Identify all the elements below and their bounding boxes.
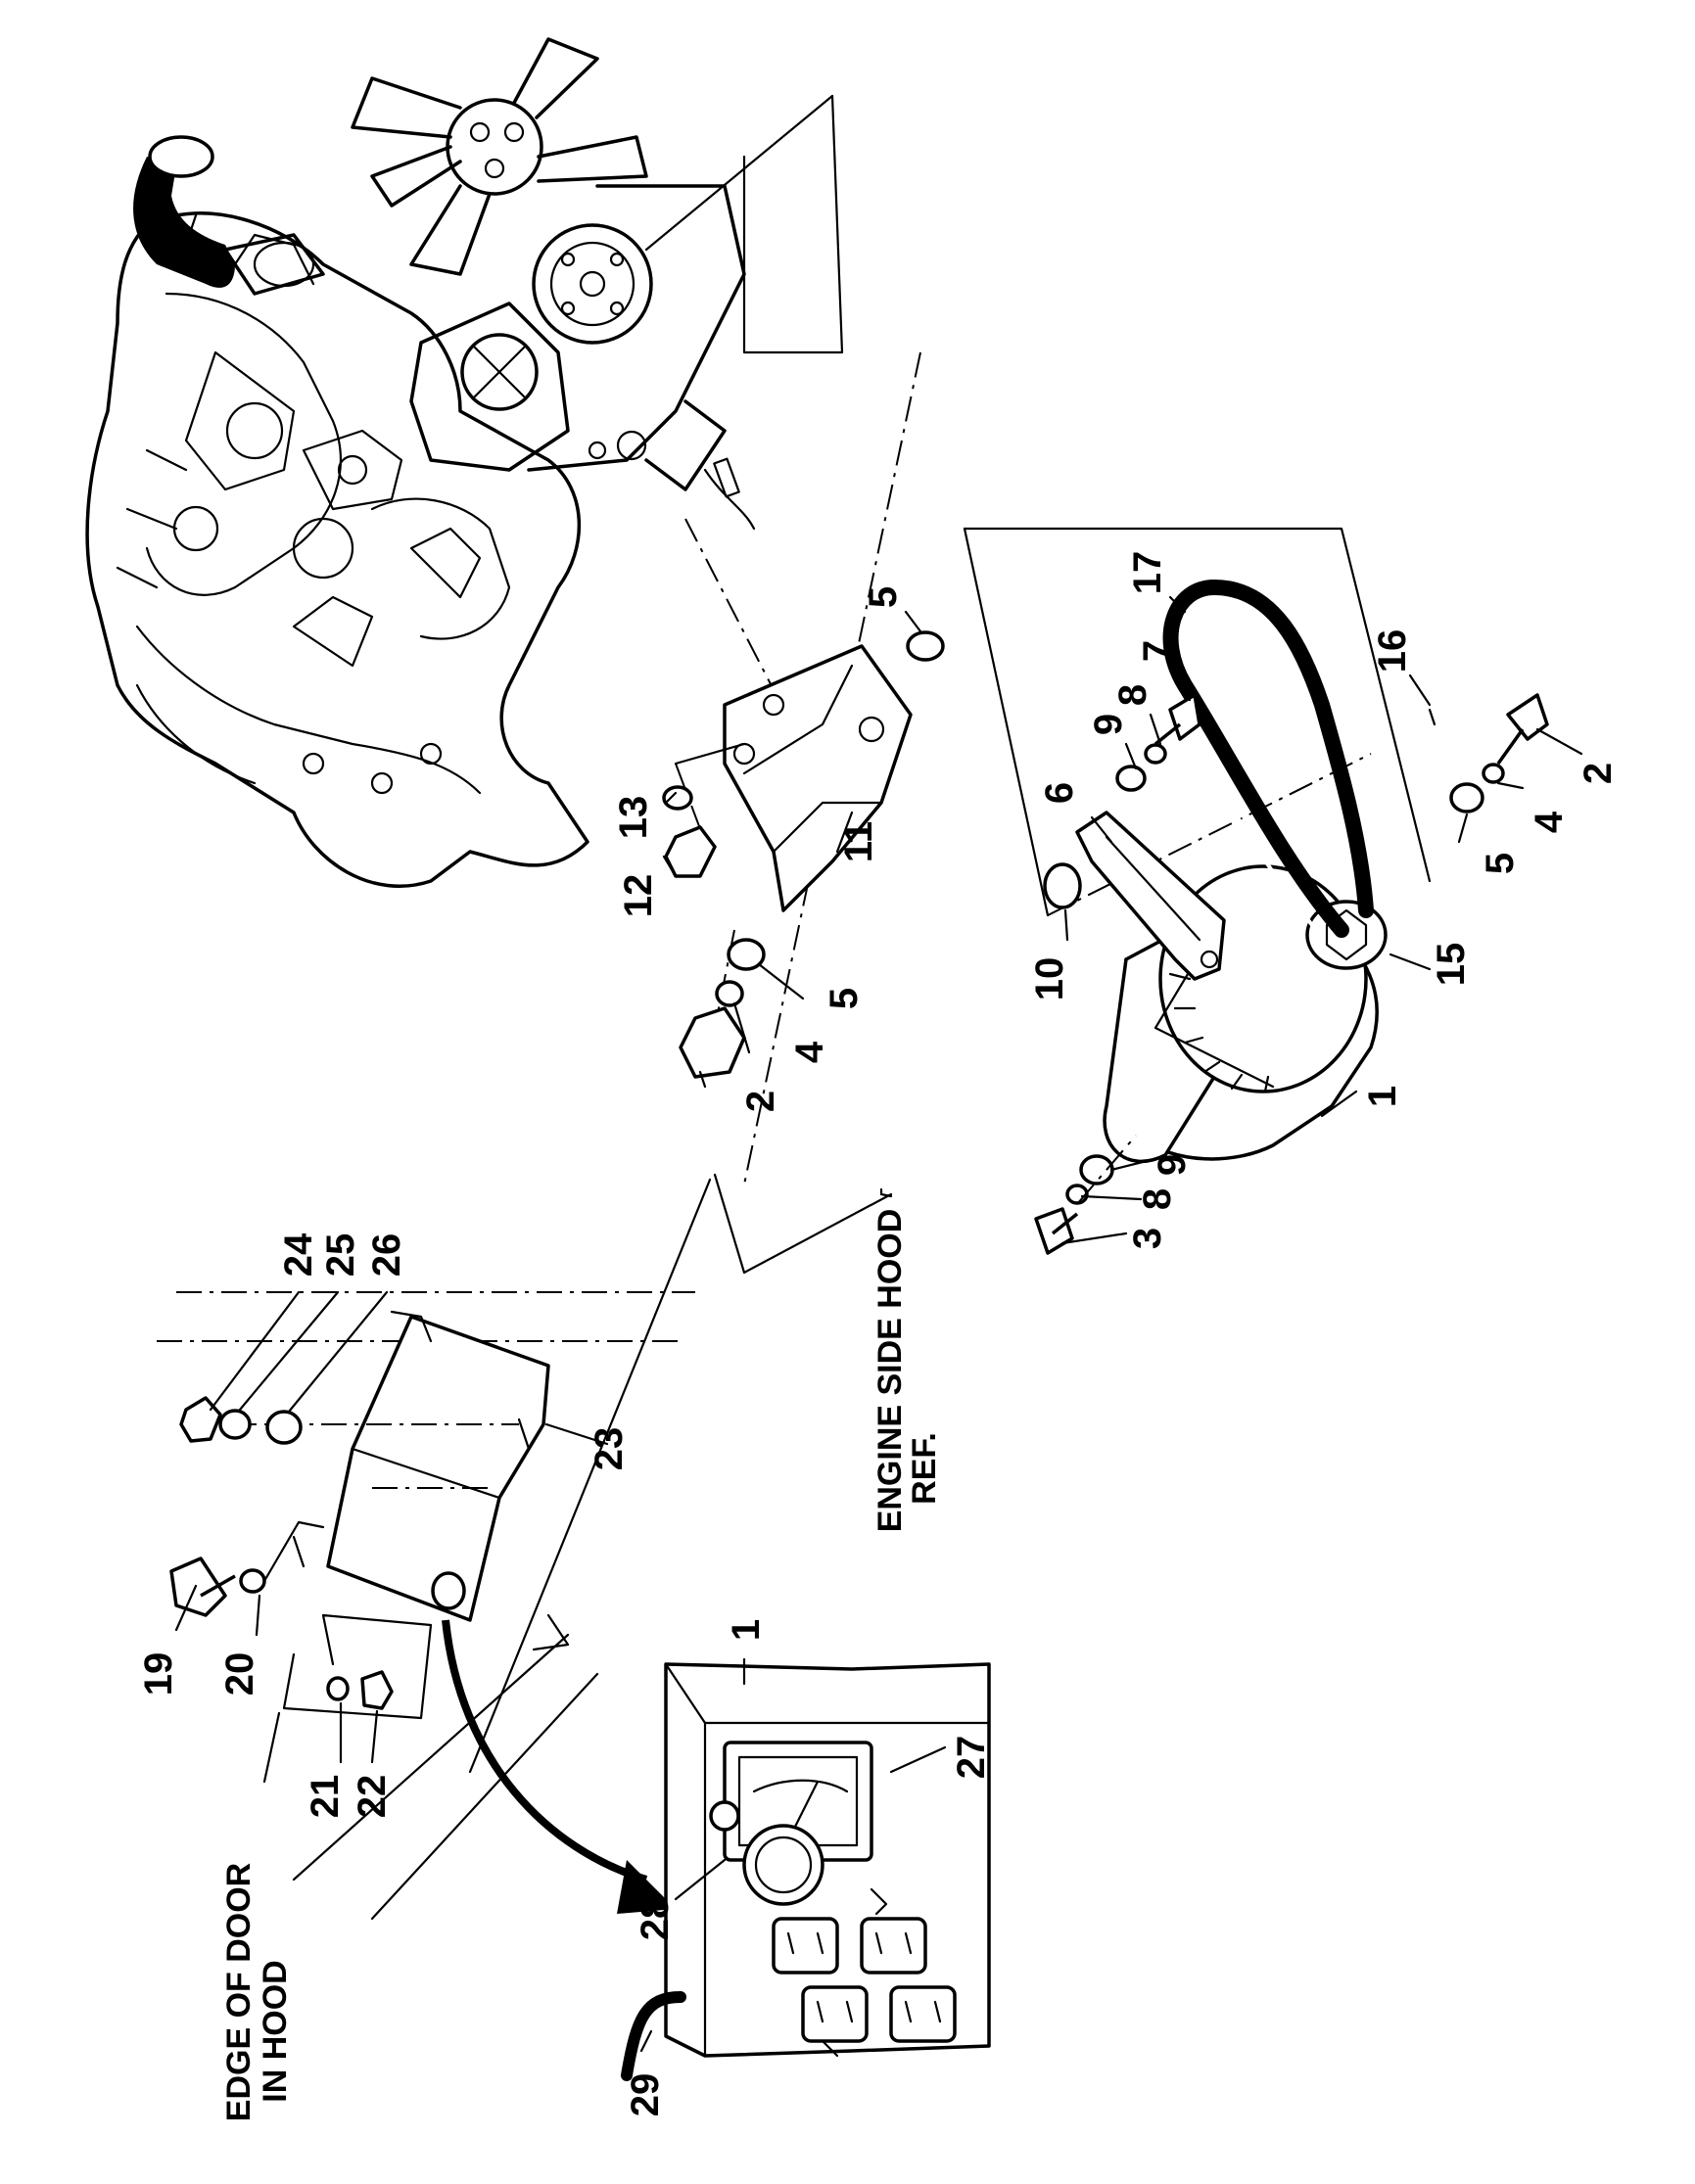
callout-25: 25 (319, 1233, 362, 1278)
adjusting-arm-6 (1075, 811, 1226, 981)
hardware-bracket (662, 630, 945, 1079)
callout-labels: 19 20 21 22 23 24 25 26 1 27 28 29 2 4 5… (137, 551, 1620, 2117)
callout-29: 29 (624, 2073, 667, 2117)
callout-9-left: 9 (1151, 1154, 1194, 1176)
nut-2-top-icon (679, 1006, 746, 1079)
callout-22: 22 (351, 1775, 394, 1819)
callout-21: 21 (304, 1775, 347, 1819)
lockwasher-4-top-icon (715, 980, 744, 1007)
callout-13: 13 (612, 796, 655, 840)
callout-9-right: 9 (1087, 714, 1130, 735)
callout-2-top: 2 (739, 1091, 782, 1112)
callout-12: 12 (617, 874, 660, 918)
callout-4-bottom: 4 (1528, 811, 1571, 833)
mounting-bracket-11 (674, 644, 913, 912)
callout-1-motor: 1 (1361, 1086, 1404, 1107)
lockwasher-4-bottom-icon (1482, 763, 1505, 784)
washer-20-icon (239, 1568, 266, 1594)
lockwasher-25-icon (218, 1409, 252, 1440)
nut-13-icon (662, 785, 693, 811)
bolt-3-icon (1034, 1207, 1079, 1255)
hardware-bracket-23 (169, 1396, 433, 1720)
callout-23: 23 (588, 1427, 631, 1471)
callout-2-bottom: 2 (1577, 763, 1620, 784)
callout-17: 17 (1126, 551, 1169, 595)
bolt-19-icon (169, 1557, 236, 1617)
callout-5-bottom: 5 (1479, 853, 1522, 874)
fan-icon (351, 37, 648, 276)
callout-5-right: 5 (862, 586, 905, 608)
callout-10: 10 (1028, 957, 1071, 1001)
lockwasher-8-right-icon (1144, 743, 1167, 765)
washer-9-right-icon (1115, 765, 1147, 792)
callout-20: 20 (218, 1652, 261, 1696)
lockwasher-8-left-icon (1065, 1184, 1089, 1205)
callout-11: 11 (837, 821, 880, 862)
nut-12-icon (664, 825, 717, 878)
outlet-box-assembly (621, 1662, 991, 2081)
drive-belt-17 (1162, 579, 1374, 938)
spacer-10-icon (1043, 862, 1082, 909)
nut-22-icon (360, 1670, 394, 1710)
callout-28: 28 (634, 1897, 677, 1941)
power-cord-29 (621, 1991, 686, 2081)
callout-7: 7 (1136, 640, 1179, 662)
callout-8-left: 8 (1136, 1188, 1179, 1210)
callout-4-top: 4 (788, 1041, 831, 1063)
washer-26-icon (265, 1410, 303, 1445)
callout-1-box: 1 (725, 1619, 768, 1641)
callout-24: 24 (277, 1232, 320, 1277)
washer-5-top-icon (727, 938, 766, 971)
callout-6: 6 (1038, 782, 1081, 804)
callout-19: 19 (137, 1652, 180, 1696)
callout-16: 16 (1371, 629, 1414, 674)
engine-illustration (85, 37, 756, 888)
callout-leaders (174, 595, 1583, 2053)
note-edge-of-door-line1: EDGE OF DOOR (220, 1863, 258, 2121)
key-16-icon (1428, 708, 1436, 726)
outlet-mount-bracket-23 (186, 1310, 550, 1622)
callout-27: 27 (950, 1736, 993, 1780)
reference-notes: EDGE OF DOOR IN HOOD ENGINE SIDE HOOD RE… (220, 1209, 943, 2122)
note-engine-side-hood-line2: REF. (906, 1432, 943, 1505)
bolt-2-bottom-icon (1496, 693, 1549, 766)
callout-15: 15 (1430, 943, 1473, 987)
assembly-arrow-icon (442, 1619, 648, 1883)
washer-5-bottom-icon (1449, 782, 1484, 813)
alternator-assembly (1034, 579, 1549, 1255)
lockwasher-21-icon (326, 1676, 350, 1701)
callout-8-right: 8 (1111, 684, 1154, 706)
note-edge-of-door-line2: IN HOOD (257, 1960, 294, 2102)
callout-3: 3 (1126, 1228, 1169, 1249)
callout-5-top: 5 (823, 988, 866, 1009)
callout-26: 26 (365, 1233, 408, 1278)
washer-5-right-icon (906, 630, 945, 662)
note-engine-side-hood-line1: ENGINE SIDE HOOD (871, 1209, 909, 1533)
hood-reference-lines (157, 94, 1432, 1921)
